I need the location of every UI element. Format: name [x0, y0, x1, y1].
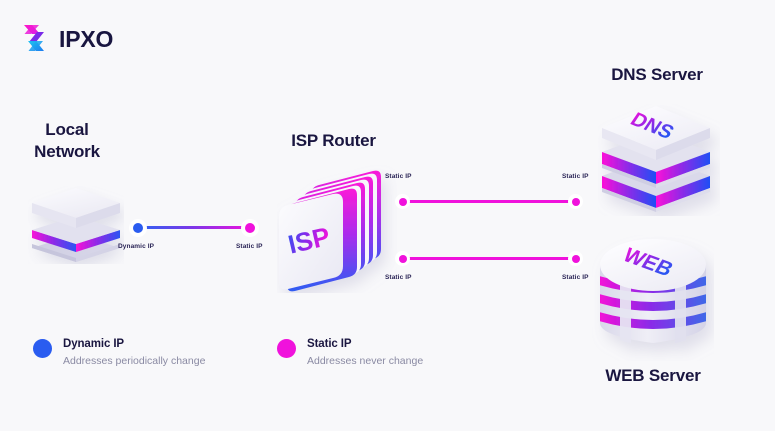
- connection-endpoint-static-ip-isp-in[interactable]: [241, 219, 259, 237]
- label-dynamic-ip-local: Dynamic IP: [118, 243, 155, 250]
- local-network-title: Local Network: [34, 120, 100, 162]
- label-static-ip-isp-web-out: Static IP: [385, 274, 412, 281]
- connection-line-local-to-isp: [139, 226, 250, 229]
- local-network-isometric-stack-icon: [28, 186, 124, 264]
- label-static-ip-isp-in: Static IP: [236, 243, 263, 250]
- isp-router-cube-icon: ISP: [277, 165, 397, 293]
- web-server-database-cylinder-icon: WEB: [592, 235, 714, 361]
- isp-router-title: ISP Router: [291, 131, 376, 150]
- connection-endpoint-static-ip-isp-web[interactable]: [395, 251, 410, 266]
- connection-endpoint-dynamic-ip[interactable]: [129, 219, 147, 237]
- legend-description-static-ip: Addresses never change: [307, 355, 424, 367]
- web-server-title: WEB Server: [605, 366, 701, 385]
- connection-endpoint-static-ip-isp-dns[interactable]: [395, 194, 410, 209]
- brand-name: IPXO: [59, 25, 114, 52]
- brand-logo: IPXO: [18, 22, 113, 56]
- connection-line-isp-to-web: [407, 257, 574, 260]
- legend-swatch-dynamic-ip-icon: [33, 339, 52, 358]
- connection-endpoint-static-ip-web[interactable]: [568, 251, 583, 266]
- label-static-ip-web-in: Static IP: [562, 274, 589, 281]
- legend-swatch-static-ip-icon: [277, 339, 296, 358]
- dns-server-stack-icon: DNS: [598, 104, 720, 216]
- legend-label-dynamic-ip: Dynamic IP: [63, 338, 124, 350]
- ipxo-chevron-logo-icon: [18, 22, 50, 56]
- legend-label-static-ip: Static IP: [307, 338, 352, 350]
- label-static-ip-isp-dns-out: Static IP: [385, 173, 412, 180]
- label-static-ip-dns-in: Static IP: [562, 173, 589, 180]
- connection-line-isp-to-dns: [407, 200, 574, 203]
- legend-description-dynamic-ip: Addresses periodically change: [63, 355, 206, 367]
- connection-endpoint-static-ip-dns[interactable]: [568, 194, 583, 209]
- dns-server-title: DNS Server: [611, 65, 703, 84]
